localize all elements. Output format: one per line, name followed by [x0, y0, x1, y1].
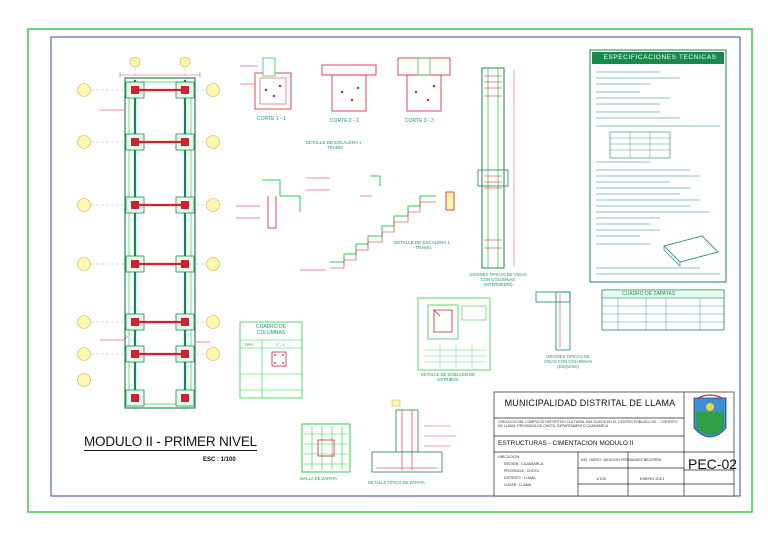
scale-value: 1/100 — [596, 476, 607, 481]
date-value: ENERO 2021 — [640, 476, 665, 481]
drawing-title: MODULO II - PRIMER NIVEL — [84, 434, 257, 451]
section-label-2: CORTE 2 - 2 — [330, 118, 359, 124]
project-name: CREACION DEL COMPLEJO DEPORTIVO CULTURAL… — [498, 420, 678, 428]
outer-frame — [27, 28, 753, 513]
axis-bubble — [206, 83, 220, 97]
footing-mesh — [301, 423, 351, 473]
section-label-1: CORTE 1 - 1 — [257, 116, 286, 122]
stair-details — [236, 175, 455, 271]
axis-bubble — [179, 56, 191, 68]
axis-bubble — [206, 257, 220, 271]
inner-frame — [50, 36, 741, 497]
corner-joint — [535, 291, 571, 351]
axis-bubble — [77, 135, 91, 149]
stirrup-panel — [417, 297, 491, 371]
axis-bubble — [206, 315, 220, 329]
footing-mesh-label: MALLA DE ZAPATA — [300, 476, 337, 481]
location-row-3: DISTRITO : LLAMA — [504, 476, 536, 480]
footing-table-title: CUADRO DE ZAPATAS — [622, 291, 676, 297]
axis-bubble — [77, 257, 91, 271]
stirrup-label: DETALLE DE DOBLADO DE ESTRIBOS — [421, 372, 475, 382]
stair-detail-label-1: DETALLE DE ESCALERA 1 - TRAMO — [305, 140, 365, 150]
footing-table — [601, 289, 725, 331]
axis-bubble — [77, 373, 91, 387]
axis-bubble — [129, 56, 141, 68]
entity-name: MUNICIPALIDAD DISTRITAL DE LLAMA — [504, 398, 676, 408]
specs-panel — [589, 49, 727, 283]
specs-title: ESPECIFICACIONES TECNICAS — [603, 54, 717, 61]
drawing-scale: ESC : 1/100 — [203, 457, 236, 463]
axis-bubble — [77, 347, 91, 361]
column-table-header-c1: C - 1 — [276, 342, 285, 347]
axis-bubble — [77, 83, 91, 97]
location-row-1: REGION : CAJAMARCA — [504, 462, 544, 466]
municipality-logo — [693, 394, 727, 438]
axis-bubble — [77, 315, 91, 329]
plan-name: ESTRUCTURAS - CIMENTACION MODULO II — [498, 440, 634, 447]
footing-section — [371, 399, 456, 473]
section-cuts — [240, 57, 451, 112]
beam-column-elevation — [477, 67, 515, 269]
column-table — [239, 321, 303, 399]
column-table-title: CUADRO DE COLUMNAS — [255, 324, 286, 336]
professional-name: ING. HARDY JACKSON FERNANDEZ BECERRA — [581, 458, 662, 462]
location-row-2: PROVINCIA : CHOTA — [504, 469, 539, 473]
axis-bubble — [206, 347, 220, 361]
axis-bubble — [77, 198, 91, 212]
joint-label-2: UNIONES TIPICAS DE VIGAS CON COLUMNAS (E… — [543, 354, 593, 369]
location-row-4: LUGAR : LLAMA — [504, 483, 532, 487]
section-label-3: CORTE 3 - 3 — [405, 118, 434, 124]
axis-bubble — [206, 135, 220, 149]
footing-detail-label: DETALLE TIPICO DE ZAPATA — [368, 480, 425, 485]
joint-label-1: UNIONES TIPICAS DE VIGAS CON COLUMNAS (I… — [469, 272, 527, 287]
axis-bubble — [206, 198, 220, 212]
foundation-plan — [77, 56, 220, 410]
stair-detail-label-2: DETALLE DE ESCALERA 1 - TRAMO — [394, 240, 450, 250]
location-heading: UBICACION: — [498, 455, 521, 459]
column-table-header-type: TIPO — [244, 342, 254, 347]
sheet-number: PEC-02 — [688, 456, 738, 472]
